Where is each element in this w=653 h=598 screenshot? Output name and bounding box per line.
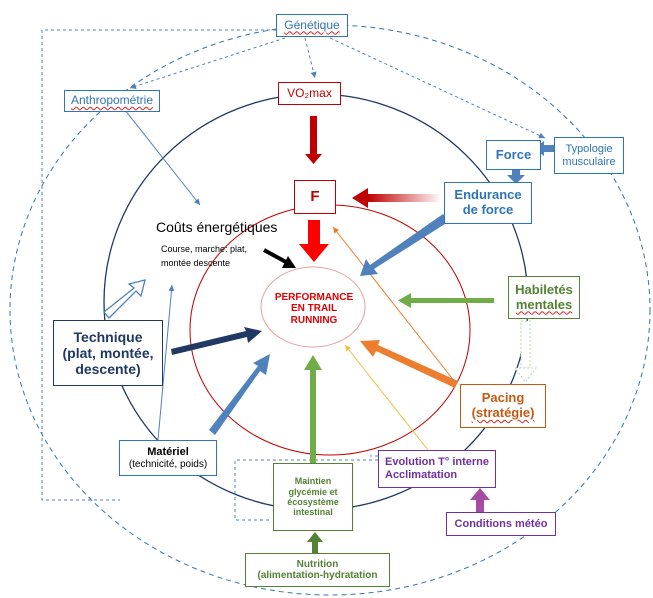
technique-to-performance-arrow bbox=[171, 327, 262, 355]
vo2max-label: VO₂max bbox=[287, 85, 332, 100]
technique-to-couts-arrow bbox=[103, 279, 146, 319]
performance-center-text: PERFORMANCE EN TRAIL RUNNING bbox=[262, 285, 366, 333]
anthropometrie-label: Anthropométrie bbox=[70, 93, 154, 108]
evolution-box: Evolution T° interne Acclimatation bbox=[378, 450, 496, 488]
f-label: F bbox=[310, 188, 320, 206]
couts-sub-line2: montée descente bbox=[161, 258, 231, 269]
genetique-box: Génétique bbox=[276, 14, 348, 37]
materiel-label-1: Matériel bbox=[147, 445, 189, 458]
conditions-to-evolution-arrow bbox=[470, 488, 490, 512]
force-to-endurance-arrow bbox=[507, 168, 525, 184]
performance-ellipse bbox=[260, 266, 366, 348]
conditions-label: Conditions météo bbox=[454, 517, 548, 530]
nutrition-label-2: (alimentation-hydratation bbox=[257, 570, 378, 581]
habiletes-label-2: mentales bbox=[515, 296, 573, 312]
pacing-to-performance-arrow bbox=[360, 340, 458, 388]
force-box: Force bbox=[486, 140, 541, 170]
genetique-label: Génétique bbox=[284, 17, 340, 32]
technique-label-1: Technique bbox=[73, 328, 143, 345]
thin-blue-arrows bbox=[124, 109, 201, 441]
technique-label-2: (plat, montée, bbox=[62, 344, 154, 361]
maintien-box: Maintien glycémie et écosystème intestin… bbox=[273, 463, 353, 531]
force-label: Force bbox=[495, 146, 532, 162]
endurance-label-1: Endurance bbox=[454, 187, 522, 203]
habiletes-to-performance-arrow bbox=[398, 293, 494, 308]
performance-label-3: RUNNING bbox=[290, 314, 338, 326]
nutrition-to-maintien-arrow bbox=[307, 532, 323, 554]
nutrition-label-1: Nutrition bbox=[296, 558, 339, 570]
performance-label-2: EN TRAIL bbox=[290, 303, 338, 315]
habiletes-to-pacing-arrow bbox=[514, 320, 537, 383]
endurance-box: Endurance de force bbox=[444, 182, 532, 224]
genetique-dashed-links bbox=[41, 29, 546, 521]
pacing-label-1: Pacing bbox=[481, 390, 525, 406]
vo2max-box: VO₂max bbox=[278, 82, 341, 105]
technique-box: Technique (plat, montée, descente) bbox=[53, 320, 163, 386]
materiel-label-2: (technicité, poids) bbox=[128, 458, 208, 470]
maintien-to-performance-arrow bbox=[304, 355, 322, 463]
couts-energetiques-subtitle: Course, marche: plat, montée descente bbox=[161, 242, 247, 271]
endurance-label-2: de force bbox=[462, 202, 514, 217]
typologie-box: Typologie musculaire bbox=[554, 137, 624, 174]
nutrition-box: Nutrition (alimentation-hydratation bbox=[245, 553, 390, 587]
anthropometrie-box: Anthropométrie bbox=[64, 90, 160, 112]
performance-label-1: PERFORMANCE bbox=[274, 291, 354, 303]
pacing-box: Pacing (stratégie) bbox=[460, 384, 546, 428]
endurance-to-f-arrow bbox=[352, 188, 442, 208]
materiel-box: Matériel (technicité, poids) bbox=[119, 440, 217, 476]
conditions-meteo-box: Conditions météo bbox=[446, 512, 556, 536]
evolution-label-1: Evolution T° interne bbox=[385, 456, 490, 469]
couts-sub-line1: Course, marche: plat, bbox=[161, 244, 248, 254]
maintien-label-1: Maintien bbox=[294, 476, 332, 487]
vo2max-to-f-arrow bbox=[305, 116, 322, 164]
evolution-thin-yellow-line bbox=[344, 344, 429, 451]
f-to-performance-arrow bbox=[299, 220, 329, 262]
pacing-label-2: (stratégie) bbox=[471, 405, 535, 420]
maintien-label-2: glycémie et bbox=[288, 486, 338, 497]
typologie-label-1: Typologie bbox=[565, 142, 613, 155]
habiletes-box: Habiletés mentales bbox=[508, 276, 580, 319]
maintien-label-4: intestinal bbox=[293, 507, 333, 518]
evolution-label-2: Acclimatation bbox=[385, 469, 458, 481]
f-box: F bbox=[294, 180, 336, 214]
materiel-to-performance-arrow bbox=[209, 354, 270, 435]
maintien-label-3: écosystème bbox=[287, 497, 339, 507]
couts-energetiques-title: Coûts énergétiques bbox=[156, 219, 277, 235]
pacing-thin-orange-line bbox=[332, 226, 456, 383]
technique-label-3: descente) bbox=[75, 361, 141, 378]
couts-to-performance-arrow bbox=[263, 248, 296, 268]
couts-title-text: Coûts énergétiques bbox=[156, 219, 278, 235]
typologie-label-2: musculaire bbox=[562, 155, 616, 168]
habiletes-label-1: Habiletés bbox=[515, 281, 573, 297]
endurance-to-performance-arrow bbox=[360, 214, 448, 276]
